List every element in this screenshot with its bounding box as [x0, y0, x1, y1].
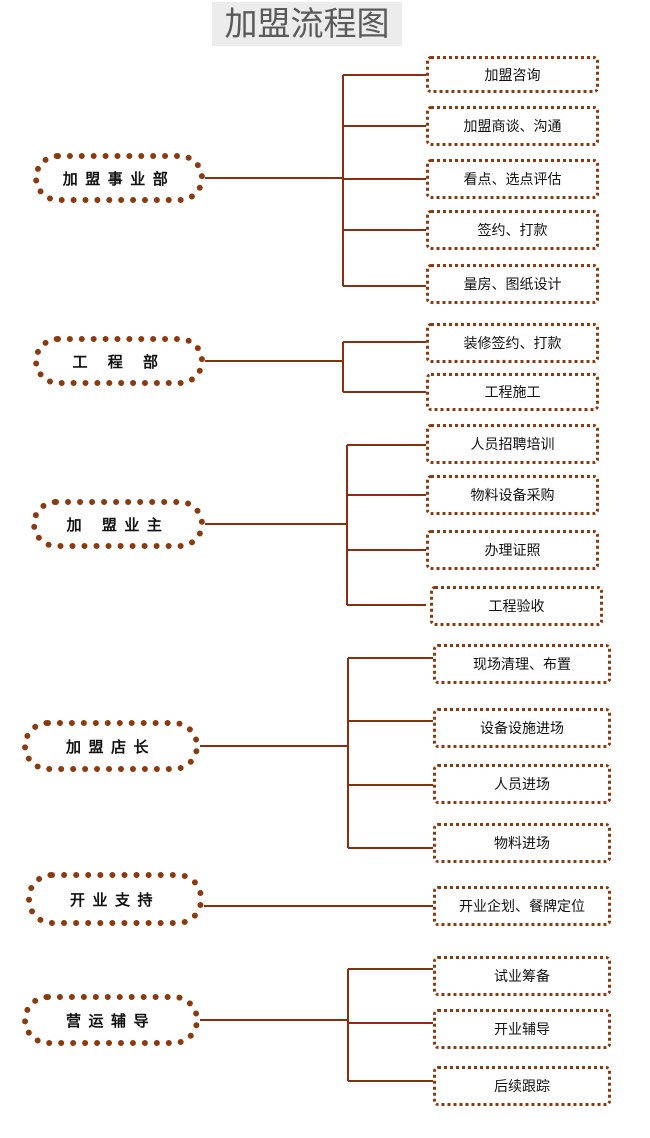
step-contract-payment: 签约、打款: [426, 210, 599, 250]
step-site-evaluation: 看点、选点评估: [426, 159, 599, 199]
step-measurement-design: 量房、图纸设计: [426, 264, 599, 304]
step-negotiation: 加盟商谈、沟通: [426, 106, 599, 146]
step-equipment-purchase: 物料设备采购: [426, 475, 599, 515]
step-opening-coaching: 开业辅导: [433, 1009, 611, 1049]
step-staff-entry: 人员进场: [433, 764, 611, 804]
step-construction: 工程施工: [426, 373, 599, 411]
step-opening-planning: 开业企划、餐牌定位: [433, 886, 611, 926]
step-franchise-inquiry: 加盟咨询: [426, 56, 599, 93]
stage-store-manager: 加盟店长: [22, 720, 200, 772]
step-follow-up: 后续跟踪: [433, 1066, 611, 1106]
stage-operations-coaching: 营运辅导: [22, 994, 200, 1046]
step-equipment-entry: 设备设施进场: [433, 708, 611, 748]
stage-franchise-owner: 加 盟业主: [31, 499, 205, 549]
stage-opening-support: 开业支持: [26, 872, 204, 926]
step-acceptance: 工程验收: [430, 586, 603, 626]
stage-engineering-department: 工 程 部: [33, 336, 205, 386]
step-staff-recruitment: 人员招聘培训: [426, 424, 599, 464]
step-trial-preparation: 试业筹备: [433, 956, 611, 996]
stage-franchise-department: 加盟事业部: [33, 153, 205, 203]
page-title: 加盟流程图: [212, 2, 402, 46]
step-renovation-contract: 装修签约、打款: [426, 323, 599, 363]
step-site-cleanup: 现场清理、布置: [433, 644, 611, 684]
step-licenses: 办理证照: [426, 530, 599, 570]
step-materials-entry: 物料进场: [433, 823, 611, 863]
